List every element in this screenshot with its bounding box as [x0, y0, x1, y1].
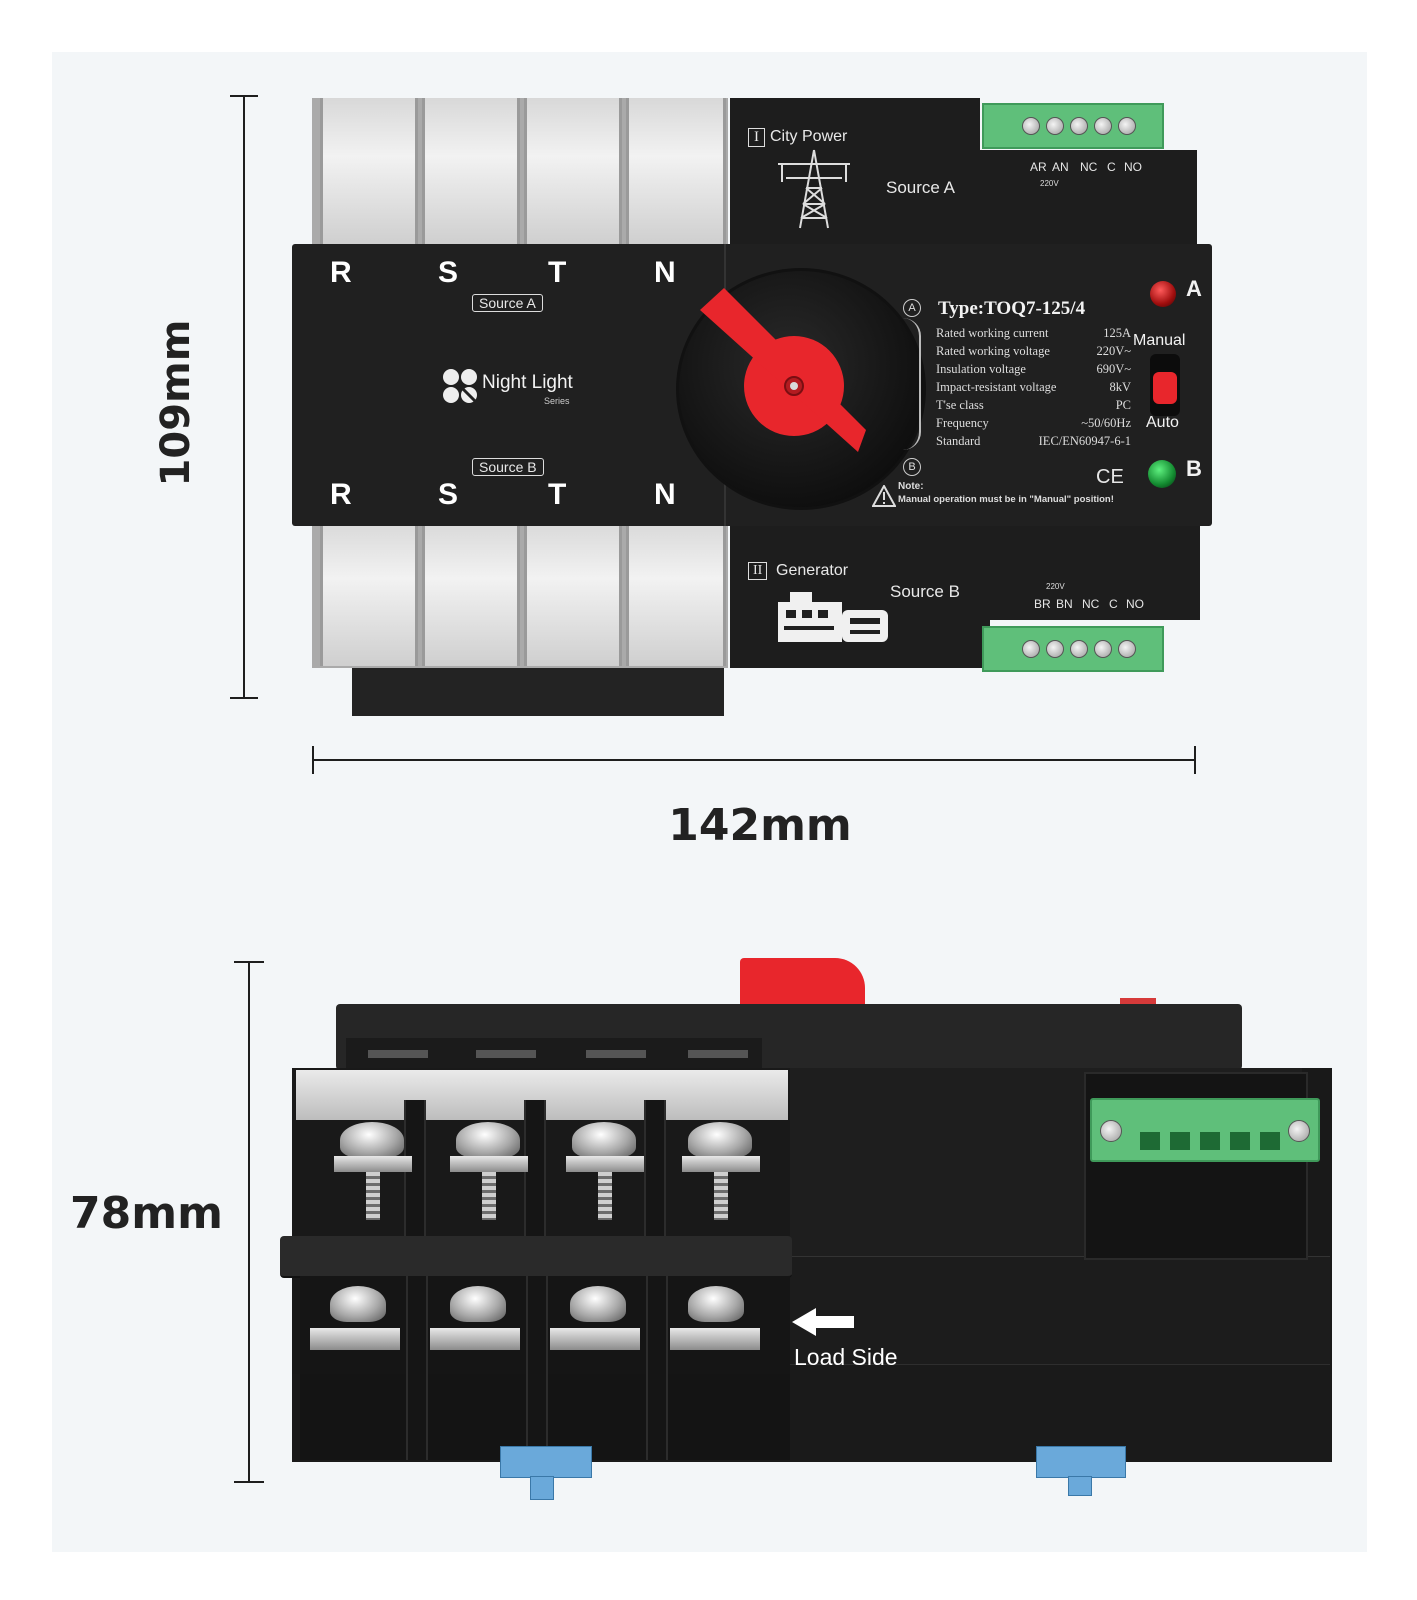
generator-source: Source B [890, 582, 960, 601]
switch-front-view: R S T N R S T N Source A Source B Night … [0, 0, 1417, 760]
width-dim-line [313, 759, 1195, 761]
bottom-back-block [352, 660, 724, 716]
top-clear-covers [312, 98, 728, 246]
bottom-terminal-labels: BR BN NC C NO [1034, 597, 1144, 611]
din-clip-right-stem [1068, 1476, 1092, 1496]
city-power-roman: I [748, 128, 765, 147]
depth-dim-line [248, 962, 250, 1482]
phase-r-bottom: R [330, 478, 352, 511]
indicator-b-label: B [1186, 456, 1202, 481]
brand-sub: Series [544, 396, 570, 406]
dial-mark-a: A [903, 299, 921, 317]
phase-n-bottom: N [654, 478, 676, 511]
phase-r-top: R [330, 256, 352, 289]
side-terminal-block[interactable] [1090, 1098, 1320, 1162]
brand-name: Night Light [482, 372, 573, 393]
phase-s-bottom: S [438, 478, 459, 511]
switch-side-view: Load Side [0, 900, 1417, 1520]
type-label: Type:TOQ7-125/4 [938, 298, 1086, 319]
transmission-tower-icon [770, 148, 858, 230]
width-dim-tick-right [1194, 746, 1196, 774]
generator-label: Generator [776, 562, 849, 579]
upper-terminal-housing [975, 150, 1197, 246]
din-clip-right[interactable] [1036, 1446, 1126, 1478]
warning-icon [871, 483, 897, 507]
indicator-a-label: A [1186, 276, 1202, 301]
mode-manual-label: Manual [1133, 332, 1186, 349]
depth-dim-tick-bottom [234, 1481, 264, 1483]
generator-roman: II [748, 562, 768, 580]
source-b-tag: Source B [472, 458, 544, 476]
top-terminal-voltage: 220V [1040, 179, 1059, 188]
din-clip-left[interactable] [500, 1446, 592, 1478]
brand-logo-icon [440, 366, 480, 406]
phase-n-top: N [654, 256, 676, 289]
top-phase-labels: R S T N [292, 256, 732, 296]
mode-toggle-switch[interactable] [1150, 354, 1180, 416]
upper-right-housing [730, 98, 980, 246]
dial-arc [903, 318, 921, 450]
height-dim-tick-top [230, 95, 258, 97]
load-side-label: Load Side [794, 1344, 898, 1370]
indicator-b-led [1148, 460, 1176, 488]
indicator-a-led [1150, 281, 1176, 307]
source-a-tag: Source A [472, 294, 543, 312]
phase-t-top: T [548, 256, 567, 289]
top-terminal-labels: AR AN NC C NO [1030, 160, 1142, 174]
phase-t-bottom: T [548, 478, 567, 511]
dial-mark-b: B [903, 458, 921, 476]
rotary-handle[interactable] [690, 282, 890, 482]
depth-dim-label: 78mm [70, 1188, 223, 1239]
side-rotary-handle[interactable] [740, 958, 865, 1008]
bottom-phase-labels: R S T N [292, 478, 732, 518]
bottom-clear-covers [312, 520, 728, 668]
width-dim-label: 142mm [668, 800, 852, 851]
arrow-left-icon [790, 1306, 856, 1338]
ce-mark: CE [1096, 466, 1124, 488]
height-dim-tick-bottom [230, 697, 258, 699]
bottom-terminal-voltage: 220V [1046, 582, 1065, 591]
note-text: Manual operation must be in "Manual" pos… [898, 494, 1114, 505]
bottom-terminal-block[interactable] [982, 626, 1164, 672]
phase-s-top: S [438, 256, 459, 289]
din-clip-left-stem [530, 1476, 554, 1500]
note-title: Note: [898, 481, 924, 492]
side-middle-bar [280, 1236, 792, 1278]
side-upper-terminals [296, 1100, 792, 1256]
width-dim-tick-left [312, 746, 314, 774]
height-dim-line [243, 96, 245, 698]
mode-auto-label: Auto [1146, 414, 1179, 431]
city-power-source: Source A [886, 178, 955, 197]
depth-dim-tick-top [234, 961, 264, 963]
top-terminal-block[interactable] [982, 103, 1164, 149]
city-power-label: City Power [770, 128, 848, 145]
generator-icon [776, 588, 892, 646]
